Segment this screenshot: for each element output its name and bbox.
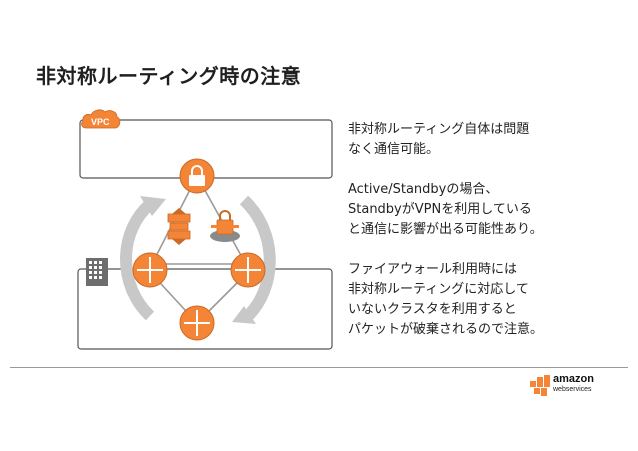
cycle-arrow-icon (120, 195, 276, 324)
router-icon (132, 252, 168, 288)
text-line: なく通信可能。 (348, 142, 440, 157)
aws-logo-sub: webservices (553, 386, 592, 393)
slide-title: 非対称ルーティング時の注意 (36, 64, 302, 88)
building-icon (86, 258, 108, 286)
router-icon (230, 252, 266, 288)
text-line: と通信に影響が出る可能性あり。 (348, 222, 543, 237)
text-line: ファイアウォール利用時には (348, 262, 518, 277)
text-line: パケットが破棄されるので注意。 (348, 322, 544, 337)
aws-logo-icon (530, 375, 550, 396)
cloud-icon (81, 109, 121, 129)
footer-divider (10, 367, 628, 368)
lock-icon (179, 158, 215, 194)
vpc-label: VPC (91, 117, 110, 127)
body-text: 非対称ルーティング自体は問題 なく通信可能。 Active/Standbyの場合… (348, 120, 628, 360)
text-line: Active/Standbyの場合、 (348, 182, 499, 197)
customer-gateway-icon (210, 210, 240, 242)
text-line: 非対称ルーティングに対応して (348, 282, 529, 297)
text-line: 非対称ルーティング自体は問題 (348, 122, 530, 137)
paragraph-2: Active/Standbyの場合、 StandbyがVPNを利用している と通… (348, 180, 628, 240)
aws-logo-word: amazon (553, 373, 594, 385)
paragraph-3: ファイアウォール利用時には 非対称ルーティングに対応して いないクラスタを利用す… (348, 260, 628, 340)
text-line: いないクラスタを利用すると (348, 302, 517, 317)
vpn-gateway-icon (167, 208, 191, 245)
text-line: StandbyがVPNを利用している (348, 202, 532, 217)
router-icon (179, 305, 215, 341)
paragraph-1: 非対称ルーティング自体は問題 なく通信可能。 (348, 120, 628, 160)
